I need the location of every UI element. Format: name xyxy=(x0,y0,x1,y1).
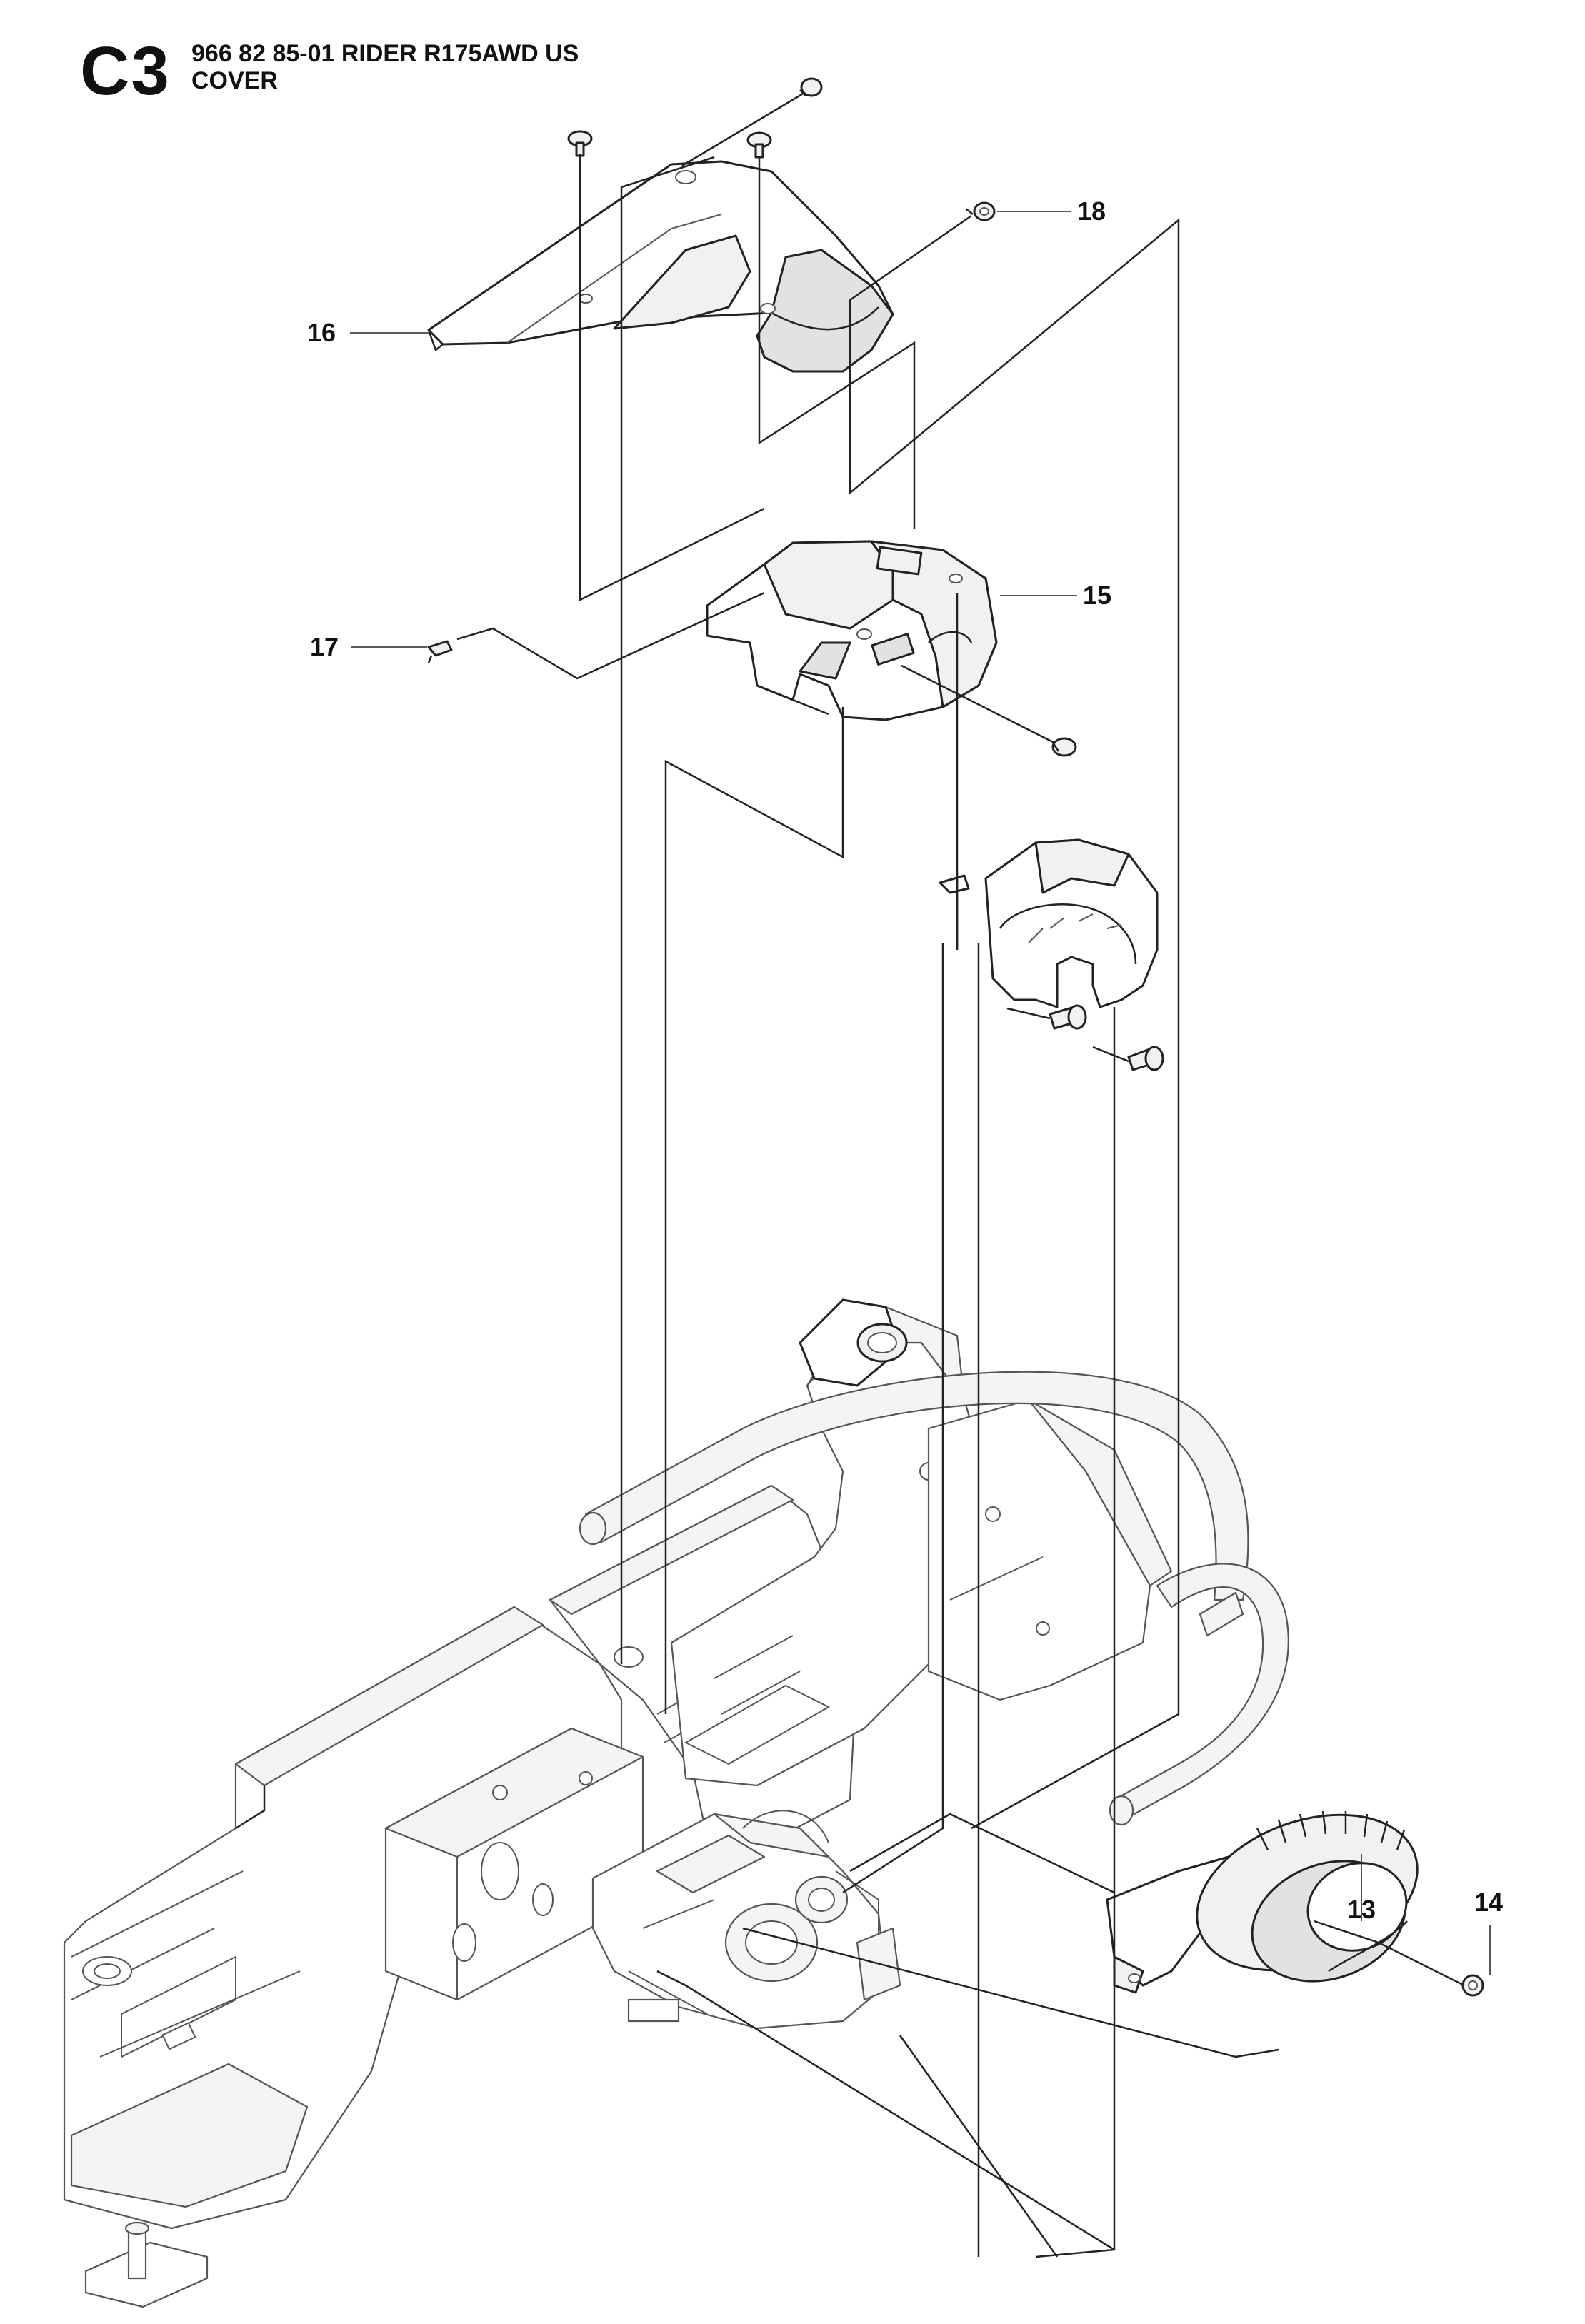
diagram-subtitle: COVER xyxy=(191,67,278,94)
callout-13: 13 xyxy=(1347,1895,1376,1924)
part-13-wheel-cover xyxy=(1106,1810,1419,1994)
chassis-frame xyxy=(63,1298,1289,2308)
steering-plate-bracket xyxy=(939,838,1164,1071)
part-18-nut xyxy=(965,201,996,221)
callout-labels: 18 16 15 17 13 14 xyxy=(307,196,1503,1924)
part-14-nut xyxy=(1461,1974,1484,1997)
assembly-lines xyxy=(456,91,1465,2258)
screw-16-left xyxy=(567,130,593,157)
screw-top-right xyxy=(799,77,823,97)
callout-14: 14 xyxy=(1474,1888,1503,1917)
callout-15: 15 xyxy=(1083,581,1111,610)
fasteners xyxy=(427,77,1484,1997)
part-17-clip xyxy=(427,640,453,663)
diagram-title: 966 82 85-01 RIDER R175AWD US xyxy=(191,40,579,67)
leader-lines xyxy=(350,211,1491,1975)
screw-16-right xyxy=(746,131,772,159)
callout-17: 17 xyxy=(310,632,339,661)
callout-18: 18 xyxy=(1077,196,1106,226)
screw-15 xyxy=(1051,737,1077,757)
part-15-lower-cover xyxy=(706,540,998,721)
section-code: C3 xyxy=(80,33,171,109)
callout-16: 16 xyxy=(307,318,336,347)
part-16-top-cover xyxy=(427,160,894,373)
